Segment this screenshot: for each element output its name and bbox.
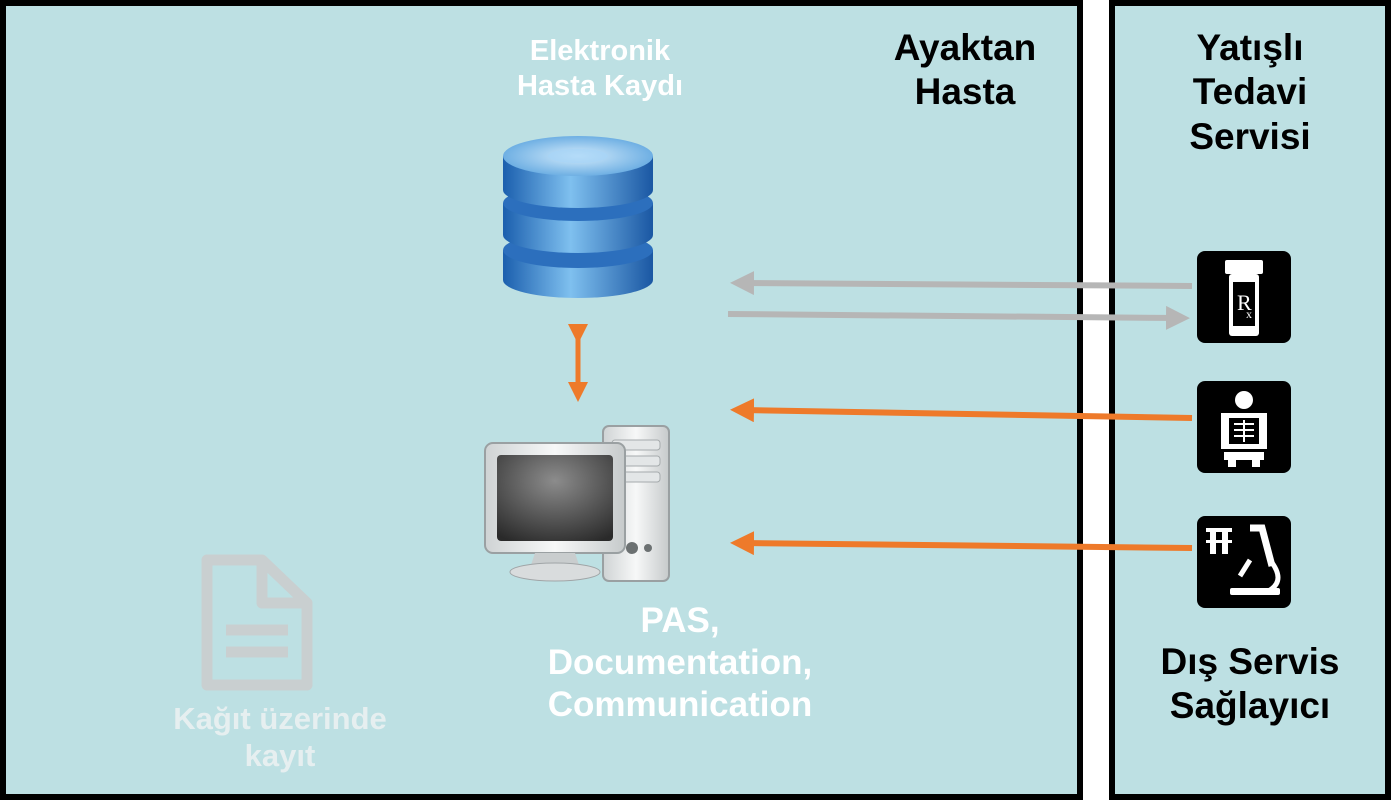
inpatient-label: Yatışlı Tedavi Servisi [1189,27,1311,157]
outpatient-panel [0,0,1083,800]
xray-icon [1197,381,1291,473]
prescription-to-ehr-arrow [730,271,1193,296]
outpatient-label: Ayaktan Hasta [893,27,1037,113]
database-icon [503,136,653,298]
ehr-to-prescription-arrow [727,305,1190,330]
external-provider-label: Dış Servis Sağlayıcı [1160,641,1340,727]
paper-label: Kağıt üzerinde kayıt [173,701,387,774]
document-icon [201,554,313,691]
lab-to-pas-arrow [730,531,1193,556]
svg-text:R: R [1237,290,1252,315]
computer-icon [484,425,670,582]
pas-label: PAS, Documentation, Communication [547,601,813,724]
xray-to-pas-arrow [730,398,1193,423]
prescription-icon: R x [1197,251,1291,343]
svg-text:x: x [1246,307,1252,321]
ehr-label: Elektronik Hasta Kaydı [516,35,683,102]
microscope-icon [1197,516,1291,608]
